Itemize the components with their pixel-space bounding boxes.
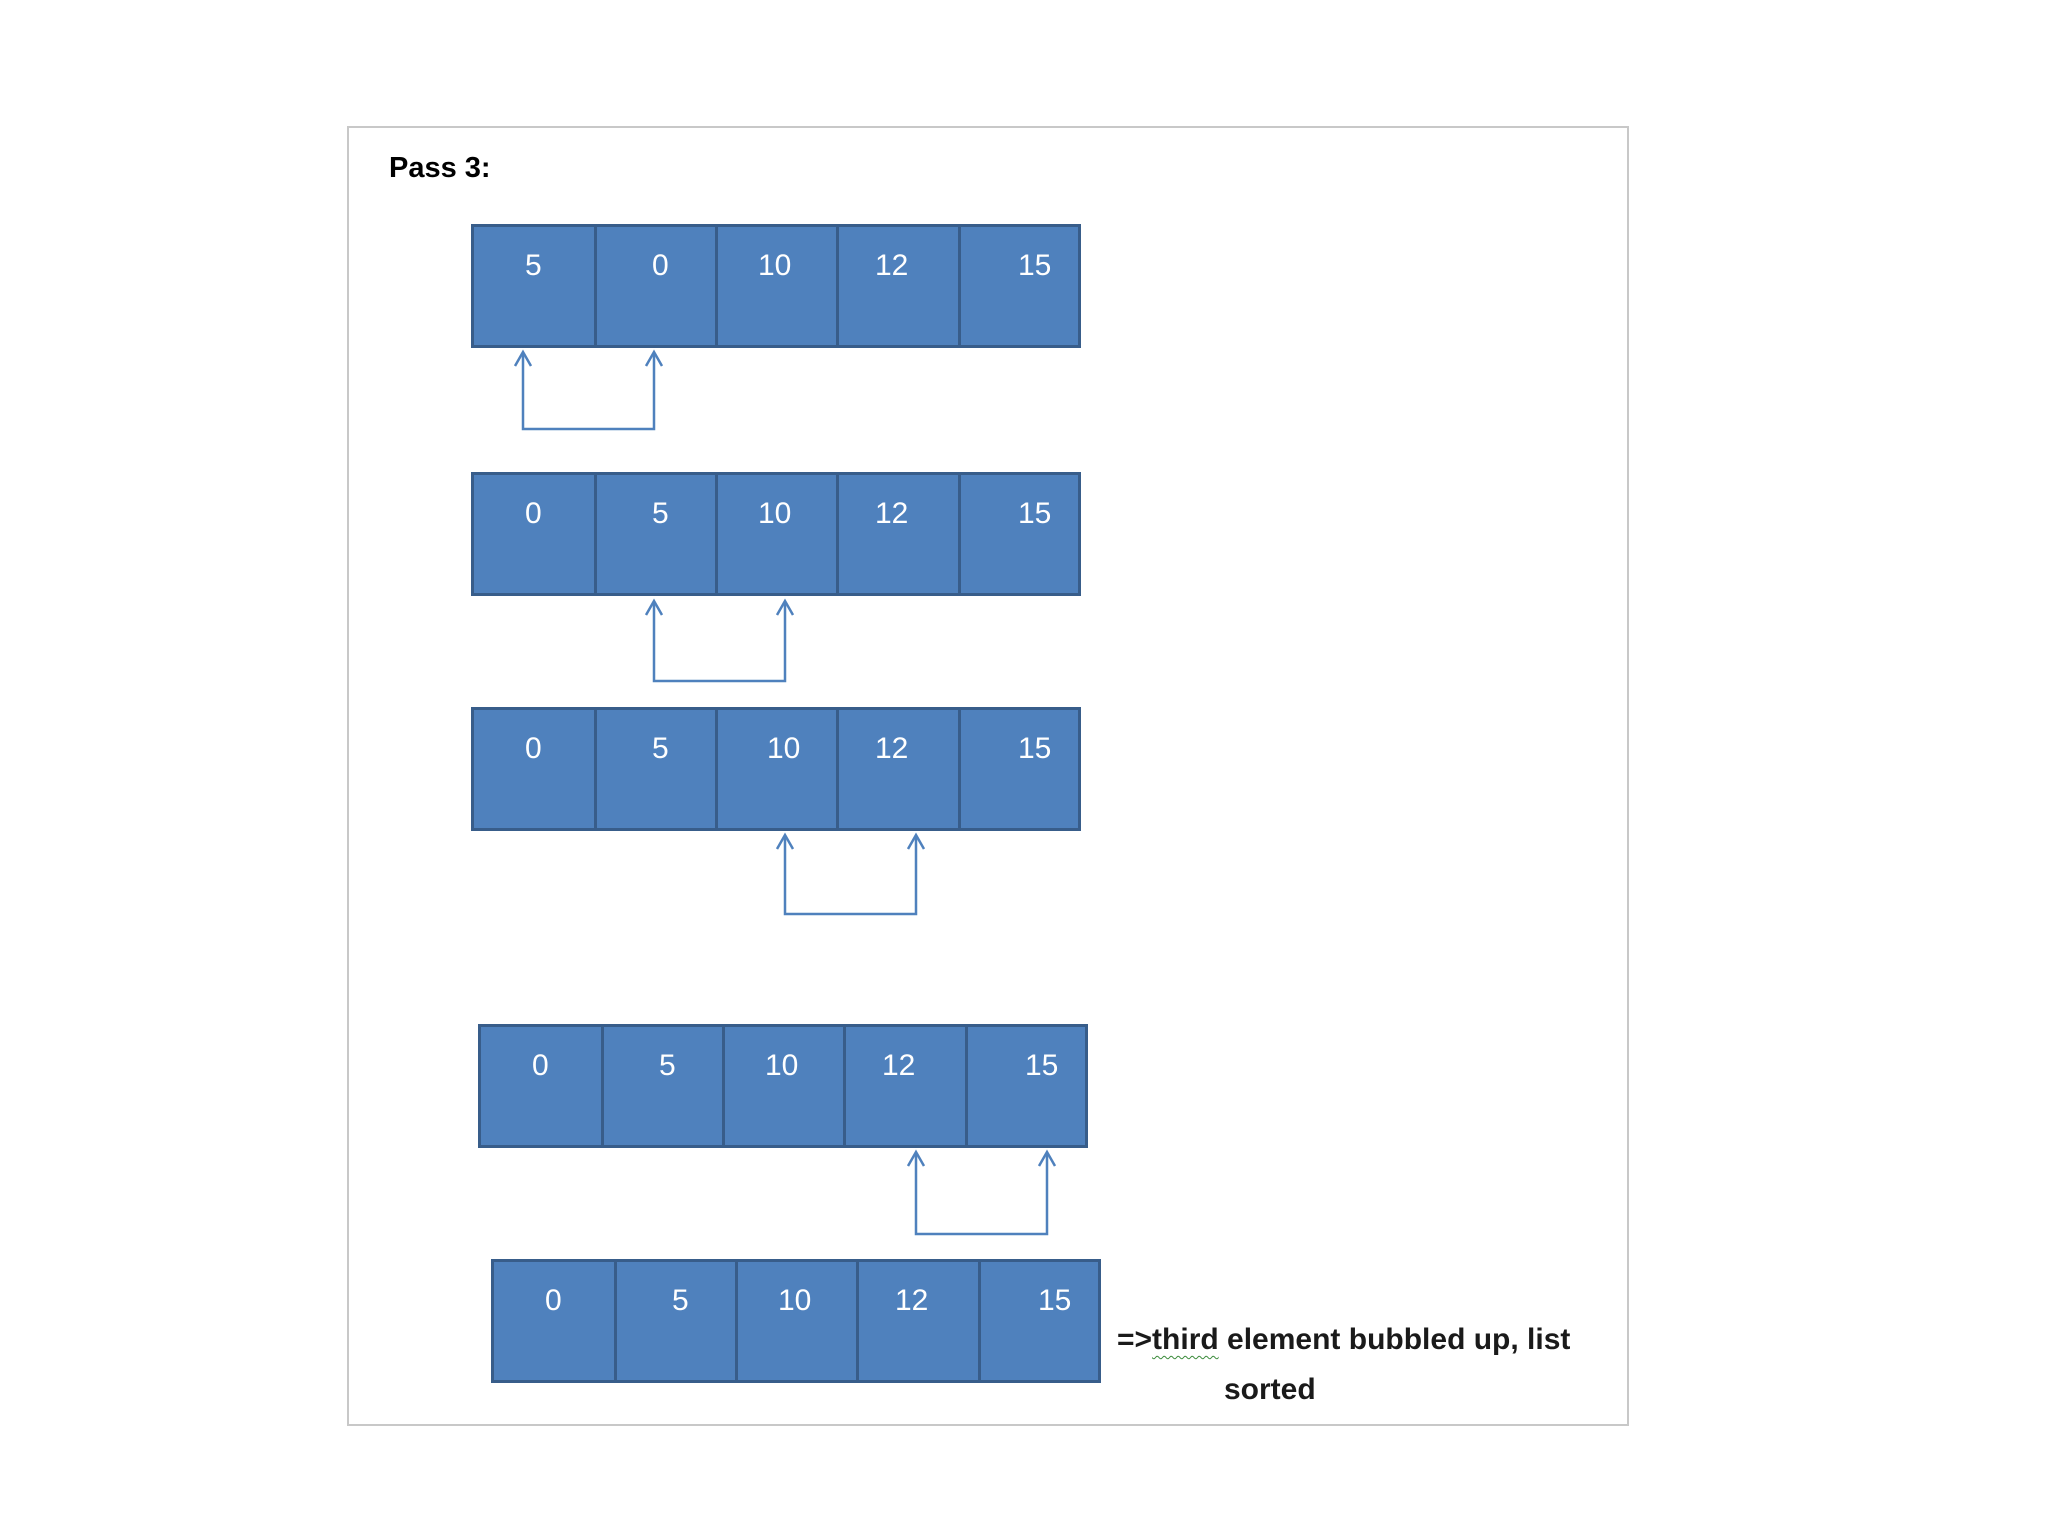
cell-value: 5 [672, 1284, 689, 1317]
array-cell: 15 [965, 1024, 1088, 1148]
array-cell: 10 [715, 707, 839, 831]
array-row-4: 0 5 10 12 15 [478, 1024, 1088, 1148]
array-cell: 0 [594, 224, 718, 348]
array-cell: 15 [978, 1259, 1101, 1383]
array-cell: 15 [958, 707, 1081, 831]
array-cell: 0 [478, 1024, 604, 1148]
cell-value: 10 [758, 249, 792, 282]
array-cell: 10 [735, 1259, 859, 1383]
cell-value: 0 [532, 1049, 549, 1082]
cell-value: 15 [1025, 1049, 1059, 1082]
array-cell: 5 [601, 1024, 725, 1148]
array-cell: 15 [958, 224, 1081, 348]
array-cell: 0 [471, 472, 597, 596]
array-cell: 5 [594, 707, 718, 831]
array-cell: 12 [856, 1259, 981, 1383]
array-cell: 5 [614, 1259, 738, 1383]
cell-value: 0 [525, 732, 542, 765]
note-squiggled-word: third [1152, 1323, 1219, 1356]
array-cell: 10 [715, 472, 839, 596]
cell-value: 5 [652, 497, 669, 530]
result-note: =>third element bubbled up, list sorted [1117, 1315, 1607, 1415]
cell-value: 12 [875, 497, 909, 530]
array-cell: 10 [722, 1024, 846, 1148]
array-cell: 0 [491, 1259, 617, 1383]
note-prefix: => [1117, 1323, 1153, 1356]
cell-value: 12 [882, 1049, 916, 1082]
array-cell: 5 [594, 472, 718, 596]
cell-value: 0 [525, 497, 542, 530]
array-row-1: 5 0 10 12 15 [471, 224, 1081, 348]
array-cell: 12 [836, 707, 961, 831]
cell-value: 0 [652, 249, 669, 282]
array-row-3: 0 5 10 12 15 [471, 707, 1081, 831]
cell-value: 10 [767, 732, 801, 765]
cell-value: 12 [875, 732, 909, 765]
cell-value: 15 [1018, 249, 1052, 282]
cell-value: 10 [778, 1284, 812, 1317]
pass-title: Pass 3: [389, 152, 491, 184]
array-cell: 10 [715, 224, 839, 348]
note-line-1: =>third element bubbled up, list [1117, 1315, 1607, 1365]
array-cell: 12 [836, 224, 961, 348]
array-cell: 12 [843, 1024, 968, 1148]
array-row-2: 0 5 10 12 15 [471, 472, 1081, 596]
cell-value: 10 [758, 497, 792, 530]
cell-value: 10 [765, 1049, 799, 1082]
array-cell: 5 [471, 224, 597, 348]
cell-value: 5 [525, 249, 542, 282]
cell-value: 12 [895, 1284, 929, 1317]
array-cell: 15 [958, 472, 1081, 596]
cell-value: 15 [1018, 497, 1052, 530]
array-row-5: 0 5 10 12 15 [491, 1259, 1101, 1383]
note-rest: element bubbled up, list [1218, 1323, 1571, 1356]
note-line-2: sorted [1224, 1373, 1316, 1406]
cell-value: 5 [652, 732, 669, 765]
cell-value: 15 [1018, 732, 1052, 765]
array-cell: 0 [471, 707, 597, 831]
cell-value: 12 [875, 249, 909, 282]
cell-value: 15 [1038, 1284, 1072, 1317]
cell-value: 5 [659, 1049, 676, 1082]
array-cell: 12 [836, 472, 961, 596]
cell-value: 0 [545, 1284, 562, 1317]
